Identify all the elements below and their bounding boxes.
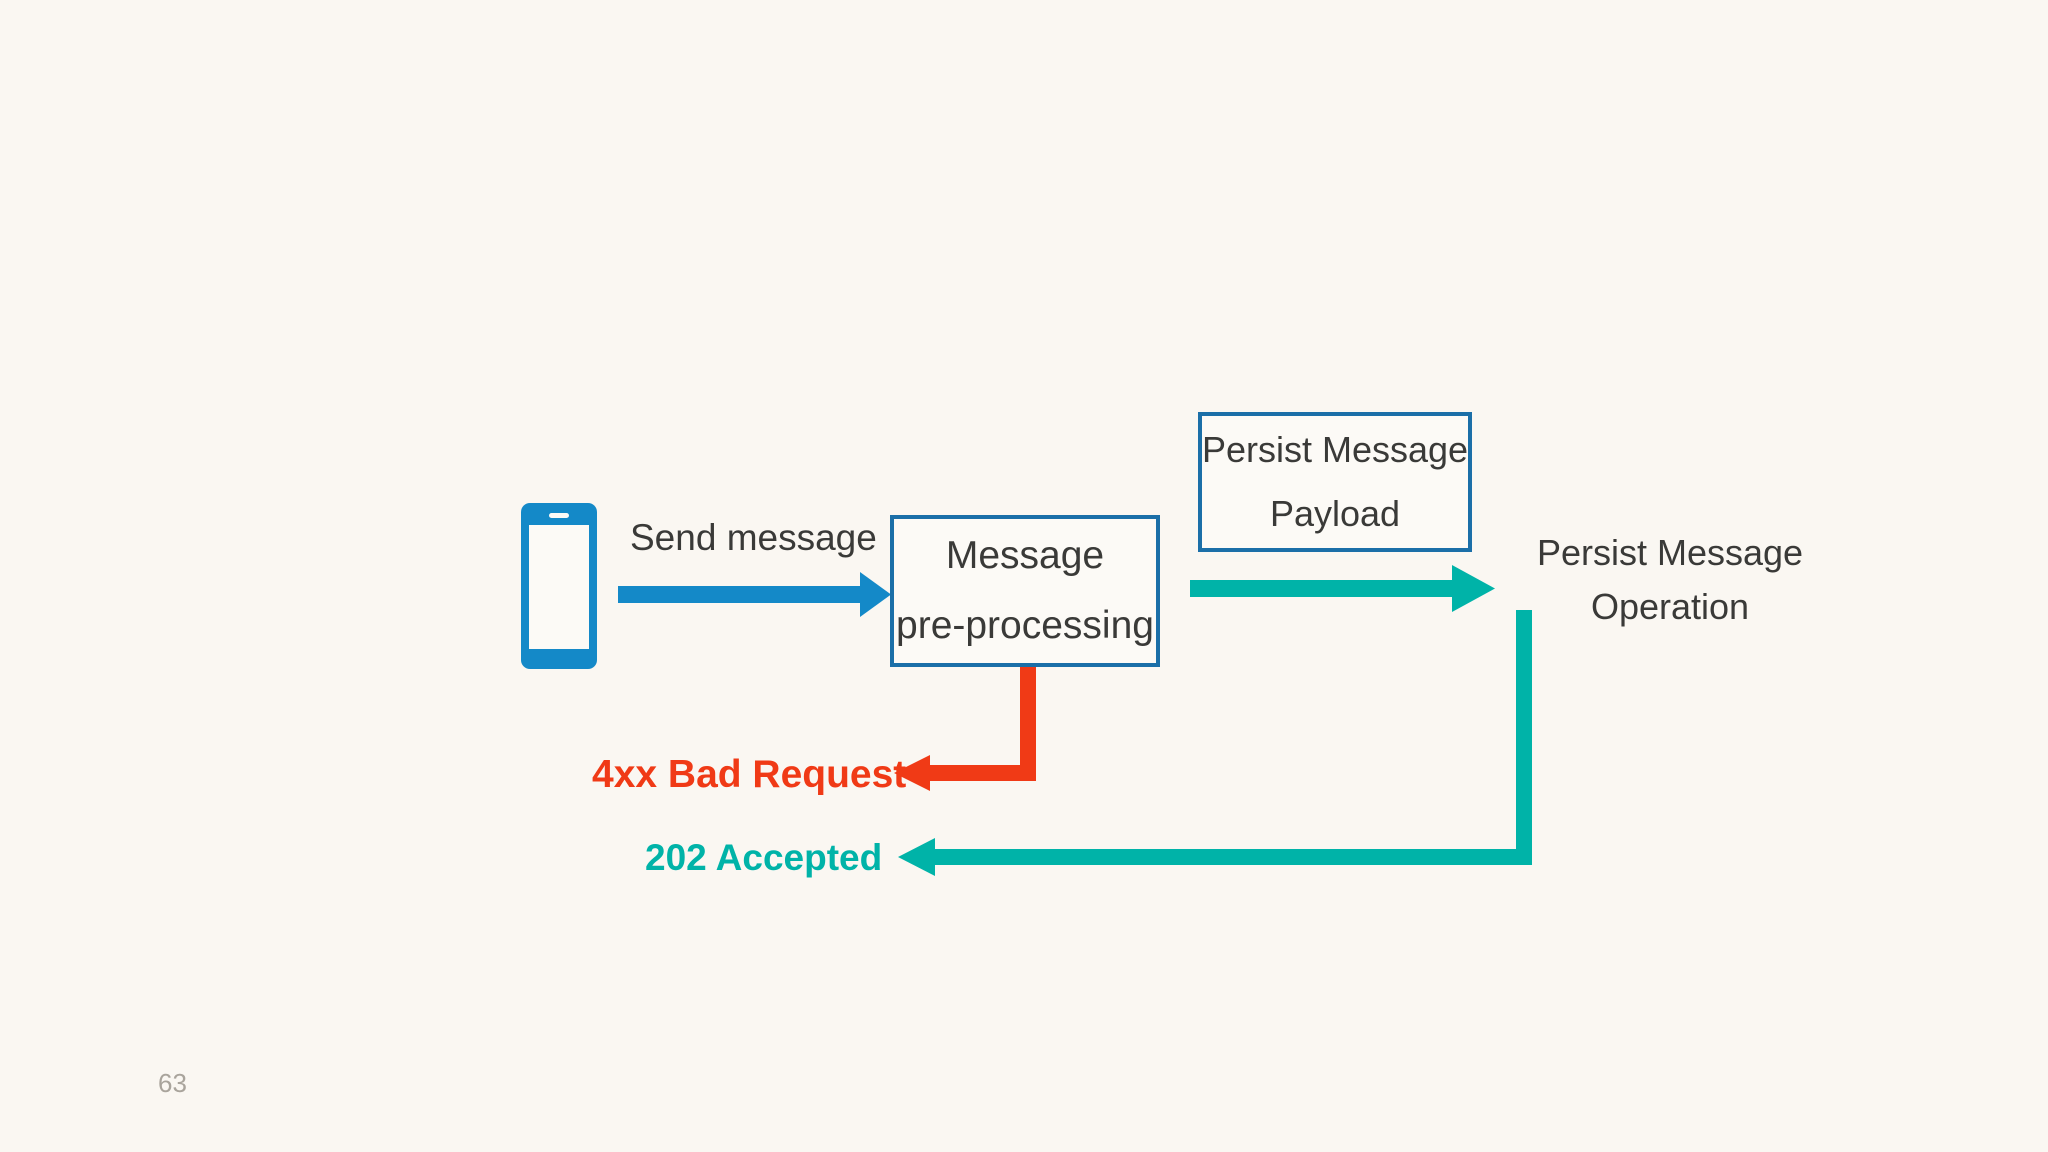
- node-persist-message-payload[interactable]: Persist Message Payload: [1198, 412, 1472, 552]
- mobile-phone-icon: [521, 503, 597, 669]
- edge-bad-request-arrow: [894, 665, 1036, 791]
- node-message-preprocessing-line-2: pre-processing: [896, 604, 1154, 647]
- edge-label-bad-request: 4xx Bad Request: [592, 753, 907, 796]
- node-message-preprocessing[interactable]: Message pre-processing: [890, 515, 1160, 667]
- edge-label-send-message: Send message: [630, 517, 877, 558]
- node-persist-message-operation: Persist Message Operation: [1520, 526, 1820, 634]
- edge-accepted-arrow: [898, 610, 1532, 876]
- node-persist-message-operation-line-1: Persist Message: [1536, 532, 1804, 573]
- edge-label-accepted: 202 Accepted: [645, 837, 883, 878]
- node-persist-message-payload-line-1: Persist Message: [1201, 429, 1469, 471]
- slide-number: 63: [158, 1068, 187, 1098]
- node-message-preprocessing-line-1: Message: [945, 533, 1105, 577]
- edge-send-message-arrow: [618, 572, 891, 617]
- node-persist-message-operation-line-2: Operation: [1590, 586, 1750, 627]
- node-persist-message-payload-line-2: Payload: [1269, 493, 1401, 534]
- edge-persist-payload-arrow: [1190, 565, 1495, 612]
